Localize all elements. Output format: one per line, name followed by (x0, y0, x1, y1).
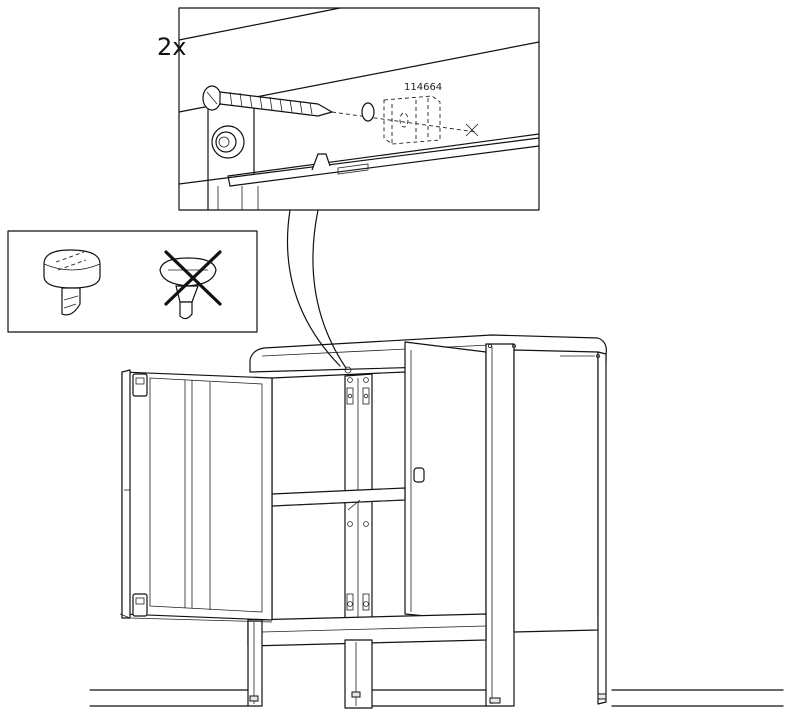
detail-box: 2x (157, 7, 540, 211)
callout-leader (286, 209, 352, 374)
rear-leg-right (597, 351, 607, 705)
cabinet (247, 334, 607, 709)
front-leg-right (485, 343, 515, 707)
tightening-guide (7, 230, 258, 333)
hinge-top (132, 373, 148, 397)
part-number: 114664 (404, 82, 442, 93)
side-panel-right (513, 349, 599, 633)
floor-lines (89, 689, 784, 707)
left-door (119, 369, 273, 623)
door-knob (413, 467, 425, 483)
screw-fully-tightened-icon (43, 249, 101, 316)
dowel-block (383, 95, 441, 145)
center-leg (344, 639, 373, 709)
screw (202, 85, 333, 117)
quantity-label: 2x (157, 33, 186, 61)
front-leg-left (247, 619, 263, 707)
shelf-holes (346, 377, 370, 611)
x-mark-icon (164, 250, 222, 306)
hinge-bottom (132, 593, 148, 617)
